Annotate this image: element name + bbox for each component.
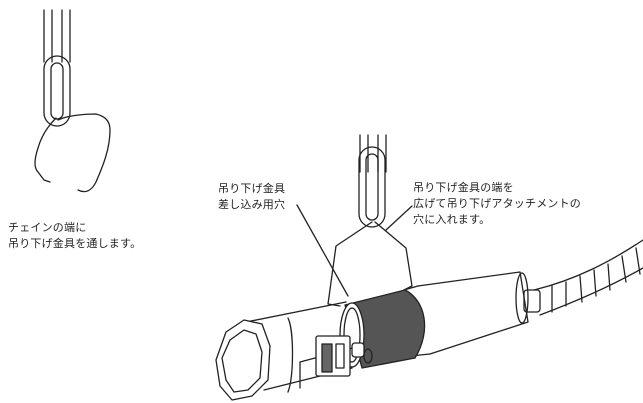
flex-hose [523,239,643,316]
caption-right-line-1: 吊り下げ金具の端を [413,181,514,194]
caption-middle-line-2: 差し込み用穴 [218,198,286,211]
left-chain [43,9,71,127]
left-open-hook [34,113,111,193]
caption-middle: 吊り下げ金具 差し込み用穴 [218,181,285,213]
caption-right: 吊り下げ金具の端を 広げて吊り下げアタッチメントの 穴に入れます。 [413,180,581,228]
leader-lines [296,204,413,297]
right-chain [358,134,387,228]
caption-right-line-3: 穴に入れます。 [413,213,491,226]
caption-left-line-2: 吊り下げ金具を通します。 [8,237,142,250]
caption-right-line-2: 広げて吊り下げアタッチメントの [413,197,581,210]
end-cap [215,319,271,401]
caption-middle-line-1: 吊り下げ金具 [218,182,286,195]
caption-left-line-1: チェインの端に [8,221,87,234]
front-section [245,301,373,393]
caption-left: チェインの端に 吊り下げ金具を通します。 [8,220,141,252]
dark-band [339,289,426,369]
